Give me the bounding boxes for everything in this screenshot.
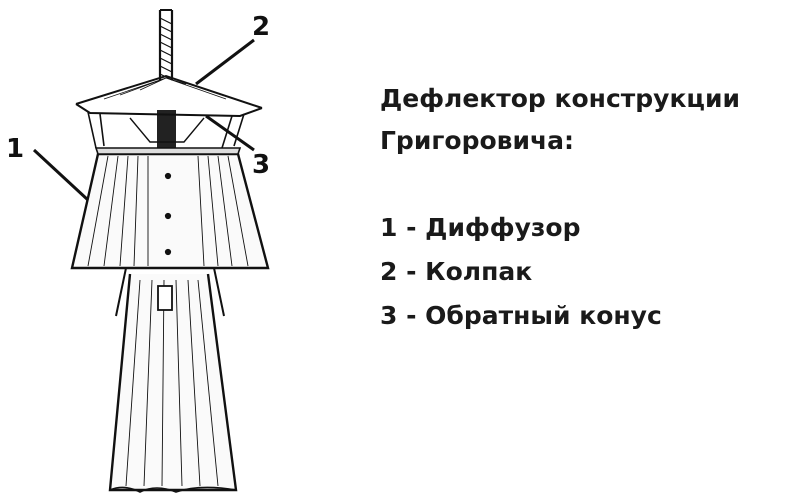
cap xyxy=(75,74,263,149)
leader-lines xyxy=(32,38,255,202)
legend-item-cap: 2 - Колпак xyxy=(380,257,533,286)
title-line-2: Григоровича: xyxy=(380,126,575,155)
pipe xyxy=(108,267,238,493)
diffuser xyxy=(70,147,270,270)
central-rod xyxy=(157,9,176,156)
callout-3-label: 3 xyxy=(252,150,271,180)
callout-2-label: 2 xyxy=(252,12,271,42)
title: Дефлектор конструкции Григоровича: xyxy=(380,78,790,162)
callout-1-label: 1 xyxy=(6,134,25,164)
legend-item-reverse-cone: 3 - Обратный конус xyxy=(380,301,662,330)
title-line-1: Дефлектор конструкции xyxy=(380,84,740,113)
description-block: Дефлектор конструкции Григоровича: 1 - Д… xyxy=(380,78,790,338)
legend-list: 1 - Диффузор 2 - Колпак 3 - Обратный кон… xyxy=(380,206,790,338)
legend-item-diffuser: 1 - Диффузор xyxy=(380,213,581,242)
